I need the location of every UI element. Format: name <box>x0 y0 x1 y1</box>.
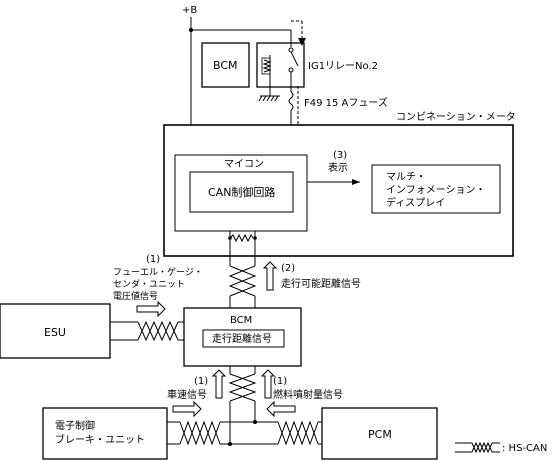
speed-label: 車速信号 <box>167 388 207 401</box>
multi-info-line-2: インフォメーション・ <box>386 185 486 196</box>
pcm-unit: PCM <box>230 407 438 460</box>
distance-signal-label: 走行距離信号 <box>212 332 272 345</box>
fuel-line-1: フューエル・ゲージ・ <box>113 266 203 278</box>
legend: : HS-CAN <box>455 441 547 454</box>
pcm-label: PCM <box>368 428 392 441</box>
fuel-num: (1) <box>146 254 160 265</box>
combination-meter: コンビネーション・メータ マイコン CAN制御回路 (3) 表示 マルチ・ イン… <box>163 111 516 257</box>
can-twisted-pair-meter-bcm <box>228 256 257 308</box>
speed-signal: (1) 車速信号 <box>167 369 227 418</box>
fuel-signal: (1) フューエル・ゲージ・ センダ・ユニット 電圧値信号 <box>113 254 203 318</box>
esu-label: ESU <box>44 326 66 339</box>
range-num: (2) <box>281 263 295 274</box>
brake-unit-line-1: 電子制御 <box>55 419 95 432</box>
fuel-line-2: センダ・ユニット <box>113 278 185 290</box>
multi-info-line-3: ディスプレイ <box>386 196 445 209</box>
injection-label: 燃料噴射量信号 <box>273 388 343 401</box>
brake-unit: 電子制御 ブレーキ・ユニット <box>42 407 255 460</box>
plus-b-label: +B <box>182 5 197 16</box>
can-control-box <box>189 171 294 213</box>
ig1-relay: IG1リレーNo.2 <box>256 30 378 102</box>
micom-label: マイコン <box>224 159 264 170</box>
brake-unit-line-2: ブレーキ・ユニット <box>55 433 145 446</box>
bcm-unit: BCM 走行距離信号 <box>183 307 302 367</box>
can-control-label: CAN制御回路 <box>208 185 275 199</box>
display-num: (3) <box>333 150 347 161</box>
relay-bcm-label: BCM <box>213 59 238 72</box>
bcm-label: BCM <box>230 315 252 326</box>
relay-bcm-box: BCM <box>201 42 250 88</box>
fuse-label: F49 15 Aフューズ <box>304 96 388 109</box>
can-twisted-pair-bcm-bus <box>228 366 257 446</box>
display-label: 表示 <box>328 161 348 174</box>
ig1-relay-label: IG1リレーNo.2 <box>308 61 378 72</box>
fuel-line-3: 電圧値信号 <box>113 290 158 302</box>
range-label: 走行可能距離信号 <box>281 277 361 290</box>
esu-unit: ESU <box>0 303 184 359</box>
distance-signal-box <box>202 329 285 348</box>
meter-title: コンビネーション・メータ <box>396 111 516 123</box>
injection-signal: (1) 燃料噴射量信号 <box>260 369 343 418</box>
range-signal-arrow: (2) 走行可能距離信号 <box>262 261 361 291</box>
legend-hs-can: : HS-CAN <box>502 443 547 454</box>
injection-num: (1) <box>273 376 287 387</box>
speed-num: (1) <box>194 376 208 387</box>
multi-info-line-1: マルチ・ <box>386 171 426 183</box>
multi-info-display-box <box>371 164 501 214</box>
